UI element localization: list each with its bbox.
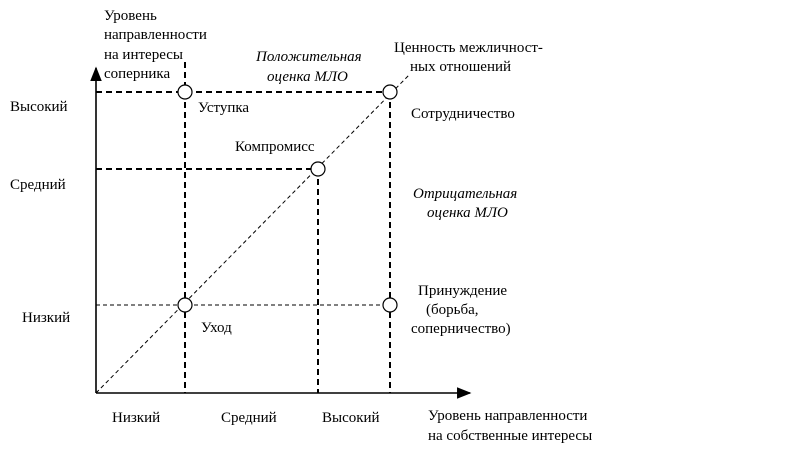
diagonal-line xyxy=(95,73,411,394)
y-axis-title-line: соперника xyxy=(104,66,170,82)
y-level-high: Высокий xyxy=(10,99,68,115)
negative-label-line: Отрицательная xyxy=(413,186,517,202)
positive-label-line: Положительная xyxy=(255,49,362,65)
y-axis-title: Уровень направленности на интересы сопер… xyxy=(104,8,207,82)
negative-label-line: оценка МЛО xyxy=(427,205,508,221)
node-avoidance xyxy=(177,297,193,313)
coercion-label-line: (борьба, xyxy=(426,302,479,318)
y-axis-title-line: Уровень xyxy=(104,8,157,24)
strategy-avoidance-label: Уход xyxy=(201,320,232,336)
diagonal-label-line: ных отношений xyxy=(410,59,511,75)
y-axis-title-line: направленности xyxy=(104,27,207,43)
y-level-low: Низкий xyxy=(22,310,70,326)
x-level-medium: Средний xyxy=(221,410,277,426)
positive-evaluation-label: Положительная оценка МЛО xyxy=(255,49,362,85)
diagonal-label-line: Ценность межличност- xyxy=(394,40,543,56)
diagonal-label: Ценность межличност- ных отношений xyxy=(394,40,543,75)
coercion-label-line: соперничество) xyxy=(411,321,511,337)
coercion-label-line: Принуждение xyxy=(418,283,507,299)
strategy-cooperation-label: Сотрудничество xyxy=(411,106,515,122)
x-axis-title-line: на собственные интересы xyxy=(428,428,592,444)
x-axis-title: Уровень направленности на собственные ин… xyxy=(428,408,592,444)
node-cooperation xyxy=(382,84,398,100)
negative-evaluation-label: Отрицательная оценка МЛО xyxy=(413,186,517,221)
y-level-medium: Средний xyxy=(10,177,66,193)
strategy-compromise-label: Компромисс xyxy=(235,139,315,155)
node-coercion xyxy=(382,297,398,313)
x-level-high: Высокий xyxy=(322,410,380,426)
positive-label-line: оценка МЛО xyxy=(267,69,348,85)
strategy-coercion-label: Принуждение (борьба, соперничество) xyxy=(411,283,511,337)
x-level-low: Низкий xyxy=(112,410,160,426)
strategy-concession-label: Уступка xyxy=(198,100,249,116)
x-axis-title-line: Уровень направленности xyxy=(428,408,587,424)
node-concession xyxy=(177,84,193,100)
node-compromise xyxy=(310,161,326,177)
y-axis-title-line: на интересы xyxy=(104,47,183,63)
